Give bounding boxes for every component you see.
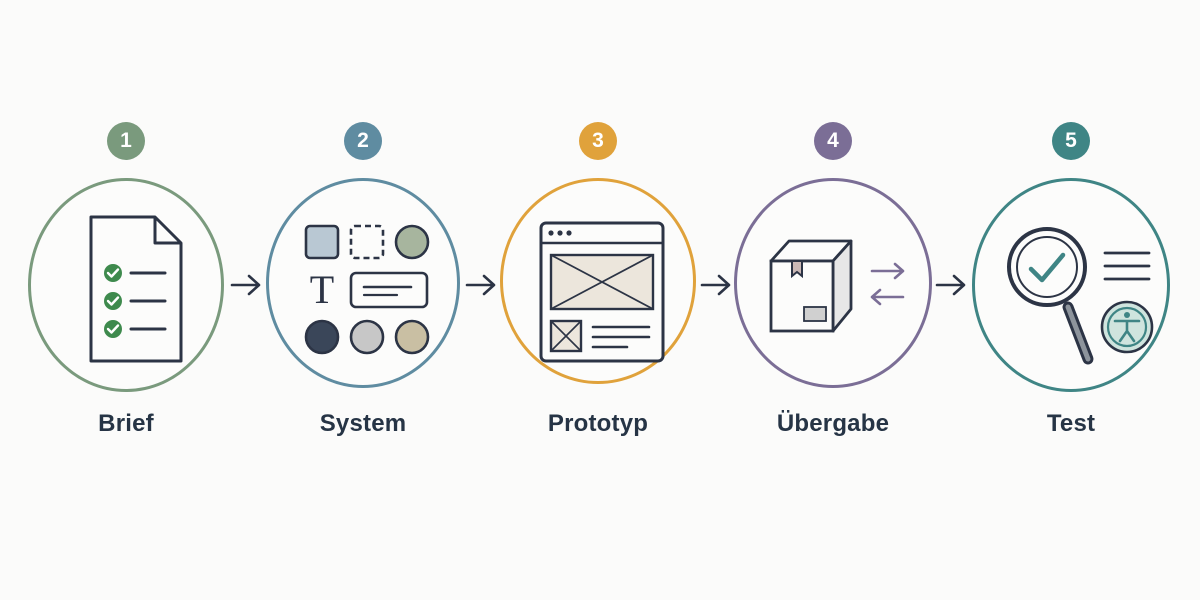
check-item — [104, 292, 167, 310]
step-number-badge: 4 — [814, 122, 852, 160]
step-label: Übergabe — [776, 410, 890, 437]
step-number-badge: 3 — [579, 122, 617, 160]
arrow-right-icon — [935, 274, 966, 296]
step-circle: T — [266, 178, 460, 388]
step-circle — [734, 178, 932, 388]
svg-text:T: T — [310, 267, 334, 312]
step-number-badge: 2 — [344, 122, 382, 160]
check-item — [104, 320, 167, 338]
arrow-right-icon — [700, 274, 731, 296]
step-circle — [972, 178, 1170, 392]
step-circle — [28, 178, 224, 392]
step-number-badge: 5 — [1052, 122, 1090, 160]
check-item — [104, 264, 167, 282]
checklist-document-icon — [89, 215, 183, 363]
design-system-icon: T — [304, 224, 430, 355]
step-system: 2 T System — [253, 0, 473, 600]
step-prototyp: 3 Prototyp — [488, 0, 708, 600]
step-brief: 1 — [16, 0, 236, 600]
step-uebergabe: 4 Übergabe — [723, 0, 943, 600]
step-label: Prototyp — [547, 410, 649, 437]
step-label: System — [319, 410, 407, 437]
step-circle — [500, 178, 696, 384]
step-label: Brief — [98, 410, 154, 437]
arrow-right-icon — [465, 274, 496, 296]
step-label: Test — [1046, 410, 1096, 437]
package-handoff-icon — [769, 239, 905, 333]
arrow-right-icon — [230, 274, 261, 296]
wireframe-browser-icon — [539, 221, 665, 363]
magnifier-accessibility-icon — [1007, 227, 1154, 365]
step-test: 5 Test — [961, 0, 1181, 600]
step-number-badge: 1 — [107, 122, 145, 160]
